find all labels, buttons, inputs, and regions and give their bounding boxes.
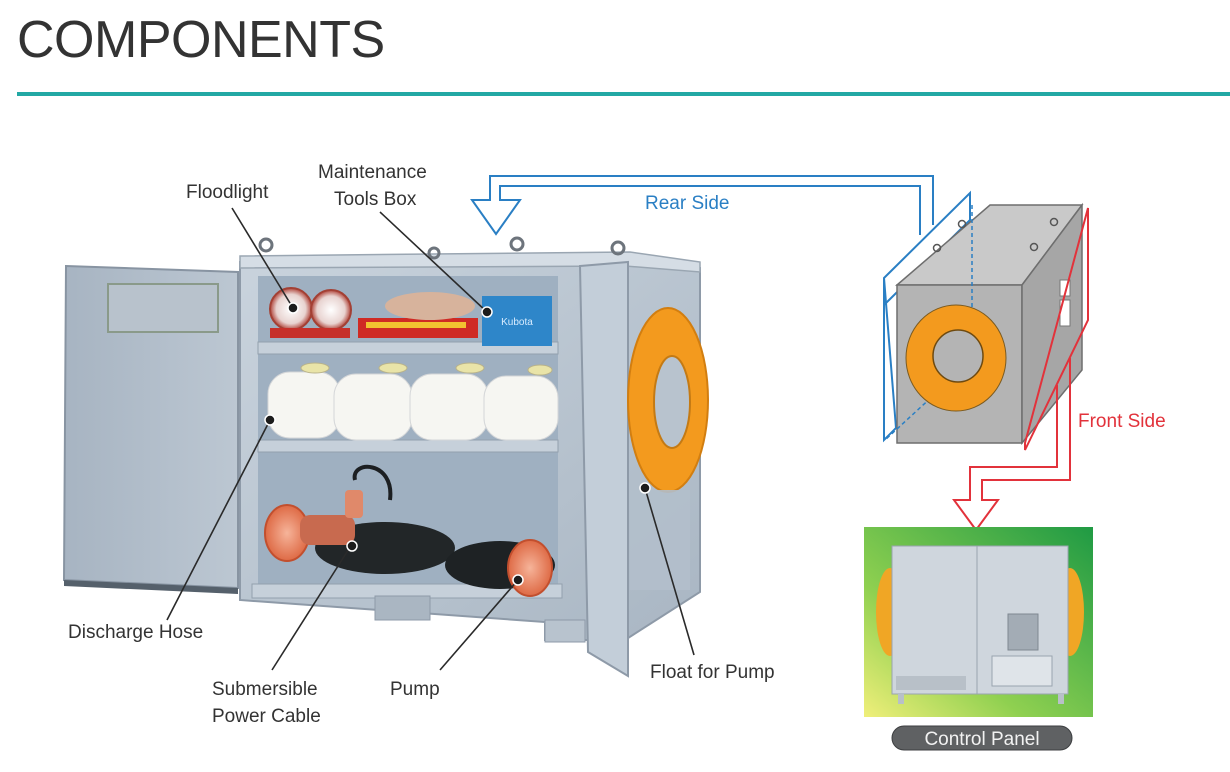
callout-dot-discharge-hose [264, 414, 276, 426]
main-cabinet-illustration: Kubota [62, 236, 709, 678]
rear-side-arrow [470, 175, 934, 236]
callout-dot-submersible-power-cable [346, 540, 358, 552]
maintenance-tools-box: Kubota [482, 296, 552, 346]
leader-pump [439, 579, 519, 671]
title-divider [17, 92, 1230, 96]
leader-float-for-pump [644, 487, 695, 656]
callout-dot-pump [512, 574, 524, 586]
rear-side-label: Rear Side [645, 193, 730, 214]
control-panel-label: Control Panel [924, 729, 1039, 750]
label-cable-line2: Power Cable [212, 706, 321, 727]
callout-dot-maintenance-tools-box [481, 306, 493, 318]
front-side-label: Front Side [1078, 411, 1166, 432]
leader-discharge-hose [166, 419, 271, 621]
label-cable-line1: Submersible [212, 679, 318, 700]
label-float-for-pump: Float for Pump [650, 662, 775, 683]
discharge-hoses [267, 362, 559, 441]
label-discharge-hose: Discharge Hose [68, 622, 203, 643]
label-maintenance-line1: Maintenance [318, 162, 427, 183]
callout-dot-floodlight [287, 302, 299, 314]
control-panel-badge: Control Panel [891, 725, 1073, 751]
callout-leaders [166, 207, 695, 671]
float-for-pump [627, 307, 709, 590]
leader-maintenance-tools-box [379, 211, 488, 313]
label-maintenance-line2: Tools Box [334, 189, 417, 210]
leader-floodlight [231, 207, 294, 309]
schematic-box [883, 190, 1089, 451]
page-title: COMPONENTS [17, 11, 385, 69]
callout-dot-float-for-pump [639, 482, 651, 494]
left-door [62, 264, 239, 594]
label-pump: Pump [390, 679, 440, 700]
leader-submersible-power-cable [271, 543, 353, 671]
maintenance-tools [358, 292, 478, 338]
control-panel-illustration [864, 527, 1093, 717]
tools-box-brand: Kubota [501, 317, 533, 328]
label-floodlight: Floodlight [186, 182, 269, 203]
callout-dots [264, 302, 651, 586]
